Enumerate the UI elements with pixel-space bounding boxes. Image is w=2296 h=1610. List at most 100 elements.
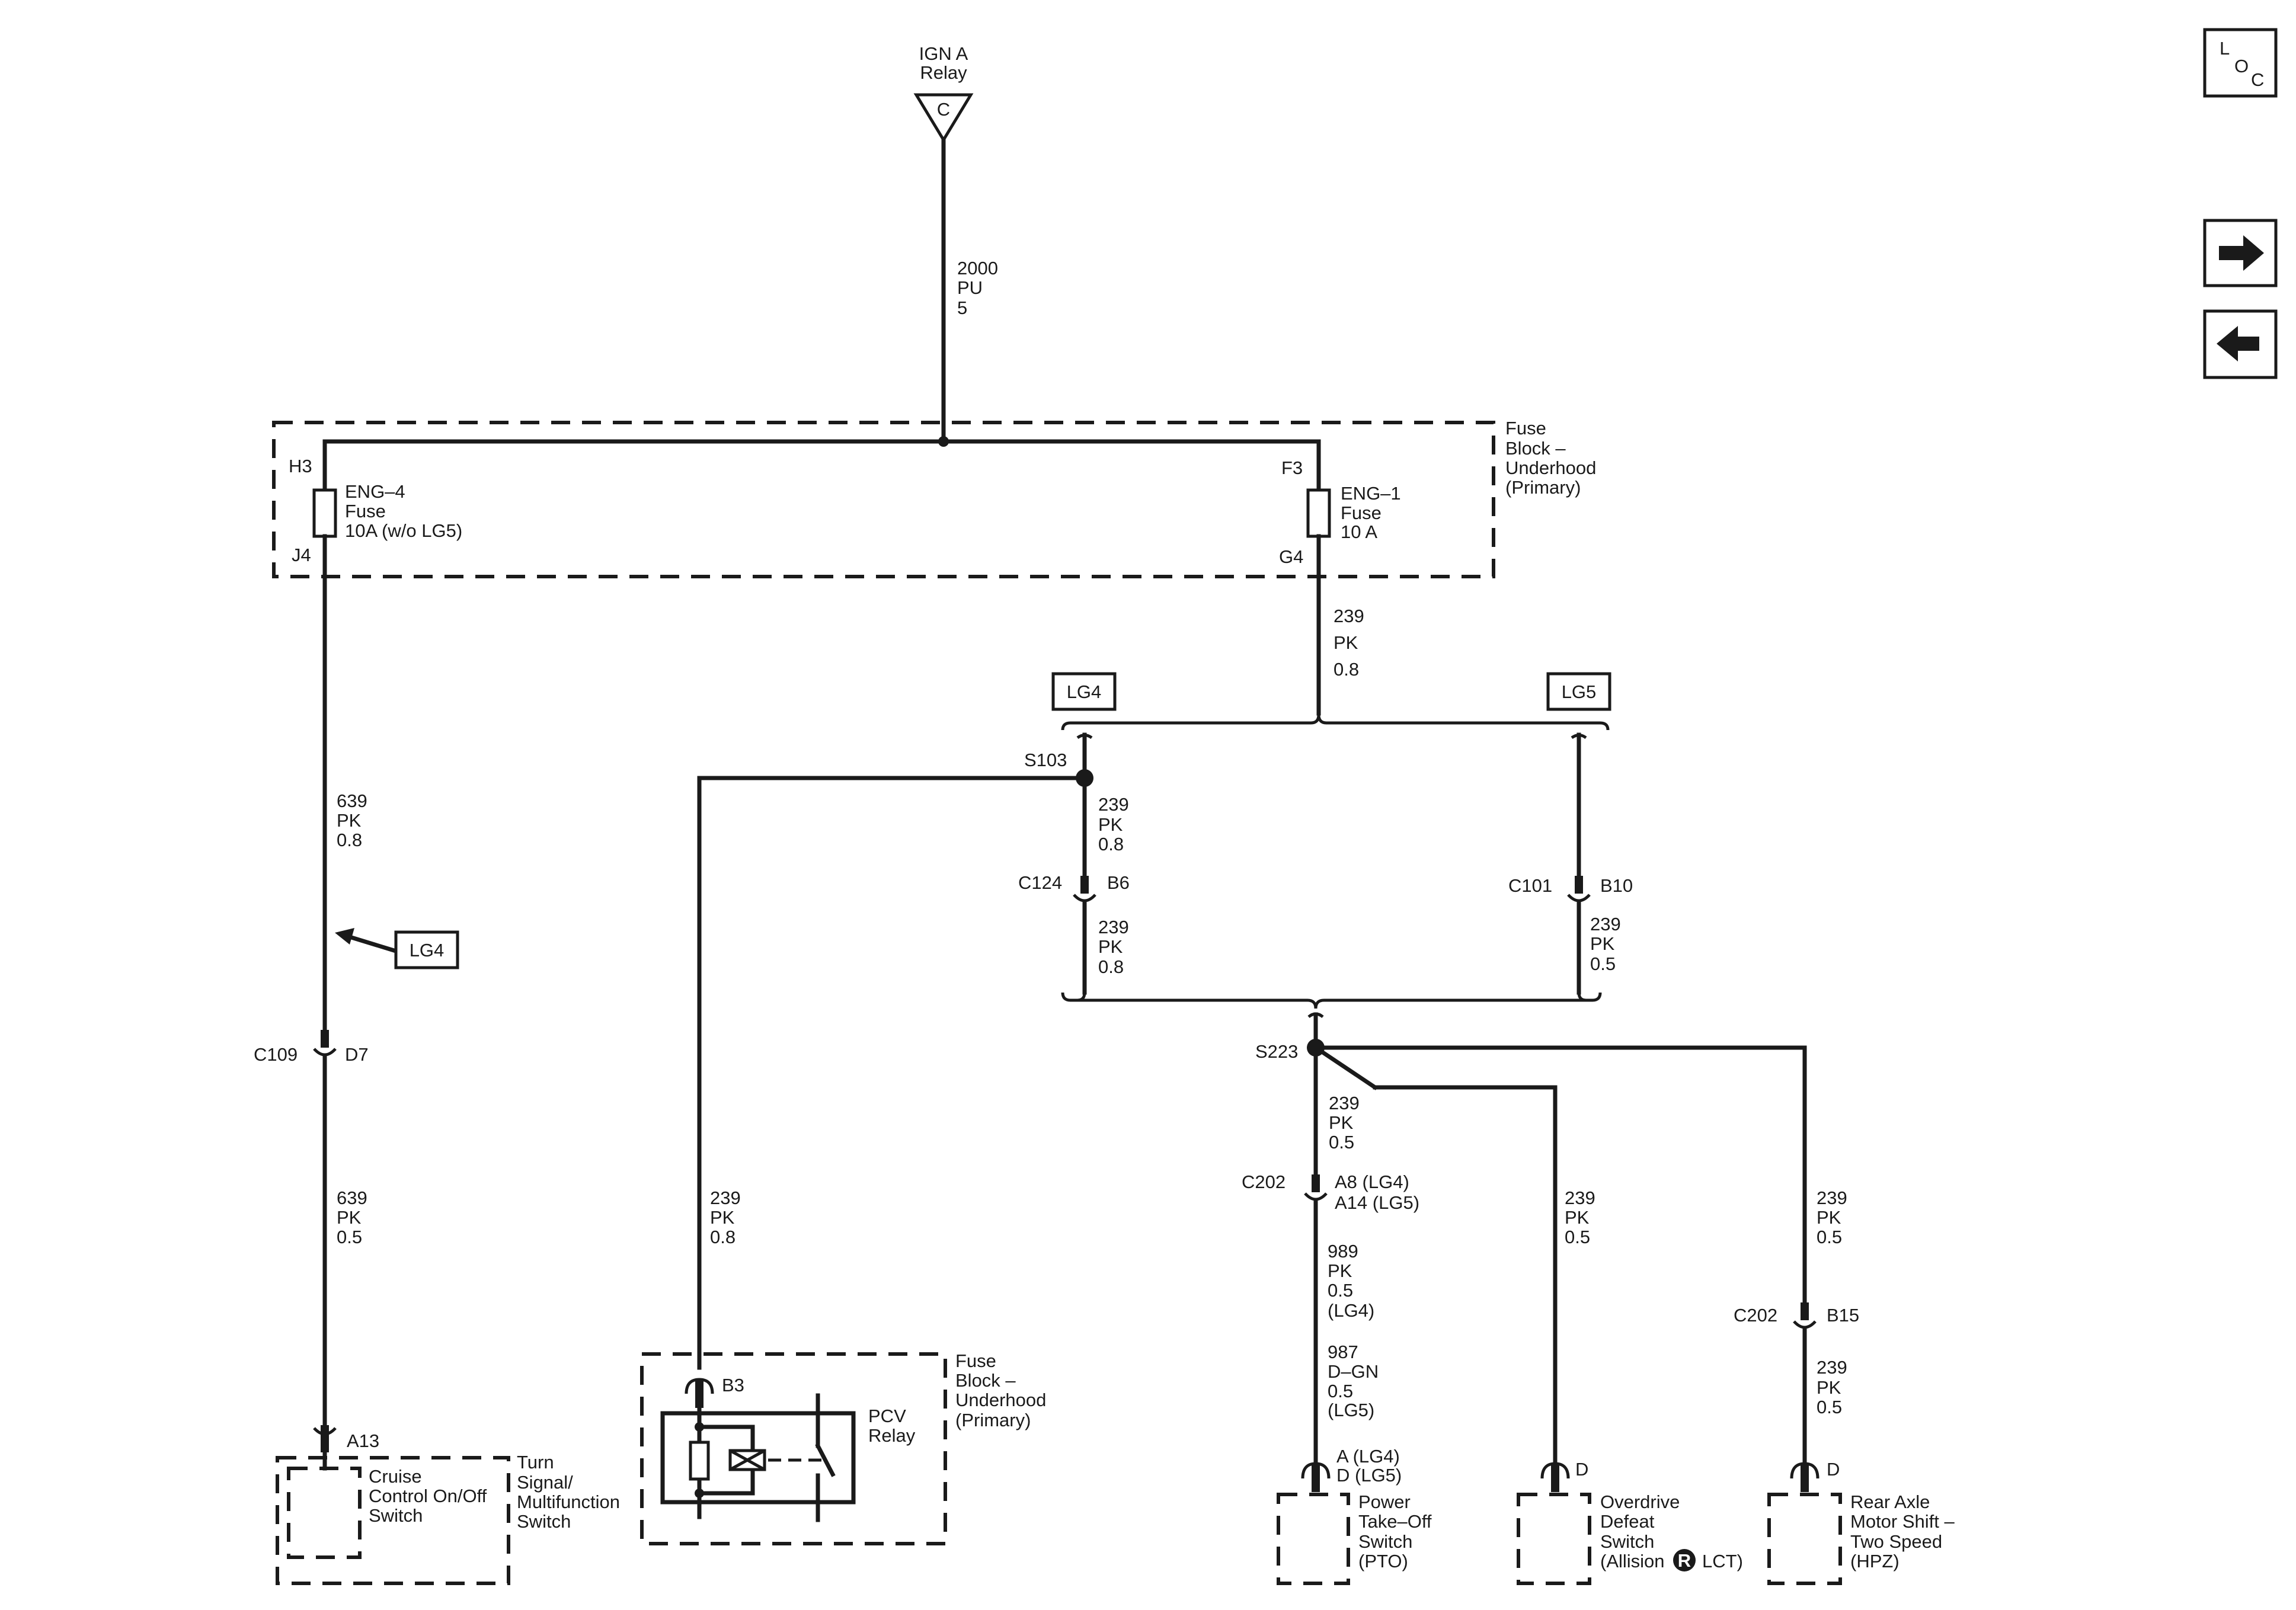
svg-text:R: R — [1678, 1550, 1691, 1571]
svg-text:239: 239 — [1817, 1188, 1847, 1208]
svg-text:Relay: Relay — [868, 1425, 916, 1446]
svg-text:639: 639 — [337, 1188, 367, 1208]
svg-text:Block –: Block – — [955, 1370, 1016, 1391]
loc-letter-l: L — [2220, 38, 2230, 59]
svg-text:Switch: Switch — [369, 1505, 423, 1526]
c124-pin: B6 — [1107, 872, 1130, 893]
c202b-pin: B15 — [1827, 1305, 1859, 1326]
svg-text:Fuse: Fuse — [1505, 418, 1546, 438]
svg-text:0.5: 0.5 — [1565, 1227, 1590, 1247]
svg-text:Switch: Switch — [517, 1511, 571, 1532]
svg-text:Fuse: Fuse — [345, 501, 386, 521]
arrow-right-icon — [2219, 235, 2264, 271]
svg-text:Overdrive: Overdrive — [1600, 1491, 1680, 1512]
svg-text:PK: PK — [1098, 936, 1123, 957]
svg-text:639: 639 — [337, 790, 367, 811]
tag-lg4: LG4 — [1051, 672, 1117, 711]
svg-text:PCV: PCV — [868, 1406, 906, 1426]
registered-mark-icon — [1673, 1549, 1696, 1571]
pcv-pin: B3 — [722, 1375, 744, 1395]
loc-letter-c: C — [2251, 69, 2264, 90]
wire-239-c124-s223-label: 239 PK 0.8 — [1098, 917, 1129, 977]
svg-text:PK: PK — [1098, 814, 1123, 835]
svg-text:10A (w/o LG5): 10A (w/o LG5) — [345, 520, 462, 541]
svg-text:PK: PK — [1817, 1377, 1841, 1398]
svg-text:239: 239 — [1329, 1093, 1360, 1113]
back-button[interactable] — [2203, 309, 2278, 379]
fuse-block-top — [272, 421, 1495, 578]
c202a-name: C202 — [1242, 1172, 1285, 1192]
wire-639a-label: 639 PK 0.8 — [337, 790, 367, 850]
c202a-connector — [1304, 1174, 1328, 1201]
svg-text:PK: PK — [1329, 1112, 1354, 1133]
svg-text:PK: PK — [710, 1207, 735, 1228]
pcv-fuse-block-label: Fuse Block – Underhood (Primary) — [955, 1350, 1046, 1430]
svg-text:0.8: 0.8 — [1098, 834, 1124, 854]
svg-text:0.8: 0.8 — [337, 830, 362, 850]
c202b-connector — [1793, 1302, 1817, 1329]
loc-letter-o: O — [2234, 56, 2249, 76]
svg-text:239: 239 — [1565, 1188, 1595, 1208]
rear-axle-pin: D — [1827, 1459, 1840, 1480]
svg-text:PK: PK — [1565, 1207, 1590, 1228]
wire-639b-label: 639 PK 0.5 — [337, 1188, 367, 1247]
svg-text:239: 239 — [1098, 917, 1129, 937]
svg-text:PK: PK — [1334, 632, 1358, 653]
c124-name: C124 — [1018, 872, 1062, 893]
pto-label: Power Take–Off Switch (PTO) — [1358, 1491, 1432, 1571]
svg-text:PK: PK — [1817, 1207, 1841, 1228]
svg-text:239: 239 — [710, 1188, 741, 1208]
turn-signal-label: Turn Signal/ Multifunction Switch — [517, 1452, 620, 1532]
c202b-name: C202 — [1734, 1305, 1777, 1326]
svg-text:239: 239 — [1817, 1357, 1847, 1378]
svg-text:10 A: 10 A — [1341, 521, 1377, 542]
c109-name: C109 — [254, 1044, 298, 1065]
svg-text:PU: PU — [957, 277, 983, 298]
loc-button[interactable]: L O C — [2203, 28, 2278, 98]
svg-text:0.8: 0.8 — [1098, 956, 1124, 977]
svg-text:LG4: LG4 — [410, 940, 445, 961]
svg-text:Switch: Switch — [1358, 1531, 1412, 1552]
svg-text:0.5: 0.5 — [1328, 1381, 1353, 1401]
svg-text:0.5: 0.5 — [1329, 1132, 1354, 1153]
svg-text:Power: Power — [1358, 1491, 1411, 1512]
wire-239-s223-c202-label: 239 PK 0.5 — [1329, 1093, 1360, 1153]
pcv-resistor — [689, 1441, 710, 1481]
overdrive-connector — [1540, 1462, 1570, 1492]
svg-text:(HPZ): (HPZ) — [1850, 1551, 1900, 1571]
svg-text:ENG–1: ENG–1 — [1341, 483, 1401, 504]
cruise-connector — [313, 1425, 337, 1452]
svg-text:Two Speed: Two Speed — [1850, 1531, 1942, 1552]
c101-name: C101 — [1508, 875, 1552, 896]
svg-text:Control On/Off: Control On/Off — [369, 1486, 487, 1506]
svg-text:Underhood: Underhood — [1505, 457, 1596, 478]
svg-text:0.5: 0.5 — [1817, 1397, 1842, 1417]
svg-text:239: 239 — [1098, 794, 1129, 815]
wire-239-pcv-label: 239 PK 0.8 — [710, 1188, 741, 1247]
overdrive-switch-box — [1517, 1493, 1591, 1585]
svg-text:LG5: LG5 — [1562, 681, 1597, 702]
svg-text:(LG5): (LG5) — [1328, 1400, 1374, 1420]
c109-pin: D7 — [345, 1044, 369, 1065]
rear-axle-label: Rear Axle Motor Shift – Two Speed (HPZ) — [1850, 1491, 1955, 1571]
forward-button[interactable] — [2203, 219, 2278, 287]
c124-connector — [1073, 876, 1096, 902]
ign-a-relay: IGN A Relay C — [913, 43, 974, 143]
eng4-pin-in: H3 — [289, 456, 312, 476]
svg-text:0.8: 0.8 — [1334, 659, 1359, 680]
tag-lg5: LG5 — [1546, 672, 1611, 711]
svg-text:239: 239 — [1590, 914, 1621, 934]
svg-text:Turn: Turn — [517, 1452, 554, 1473]
rear-axle-switch-box — [1767, 1493, 1842, 1585]
svg-text:987: 987 — [1328, 1342, 1358, 1362]
svg-text:Switch: Switch — [1600, 1531, 1654, 1552]
rear-axle-connector — [1790, 1462, 1819, 1492]
svg-text:(Primary): (Primary) — [955, 1410, 1031, 1430]
pto-switch-box — [1277, 1493, 1350, 1585]
svg-text:2000: 2000 — [957, 258, 998, 279]
cruise-label: Cruise Control On/Off Switch — [369, 1466, 487, 1526]
wire-239-c101-s223-label: 239 PK 0.5 — [1590, 914, 1621, 974]
s223-label: S223 — [1255, 1041, 1298, 1062]
svg-text:(PTO): (PTO) — [1358, 1551, 1408, 1571]
svg-text:PK: PK — [1590, 933, 1615, 954]
